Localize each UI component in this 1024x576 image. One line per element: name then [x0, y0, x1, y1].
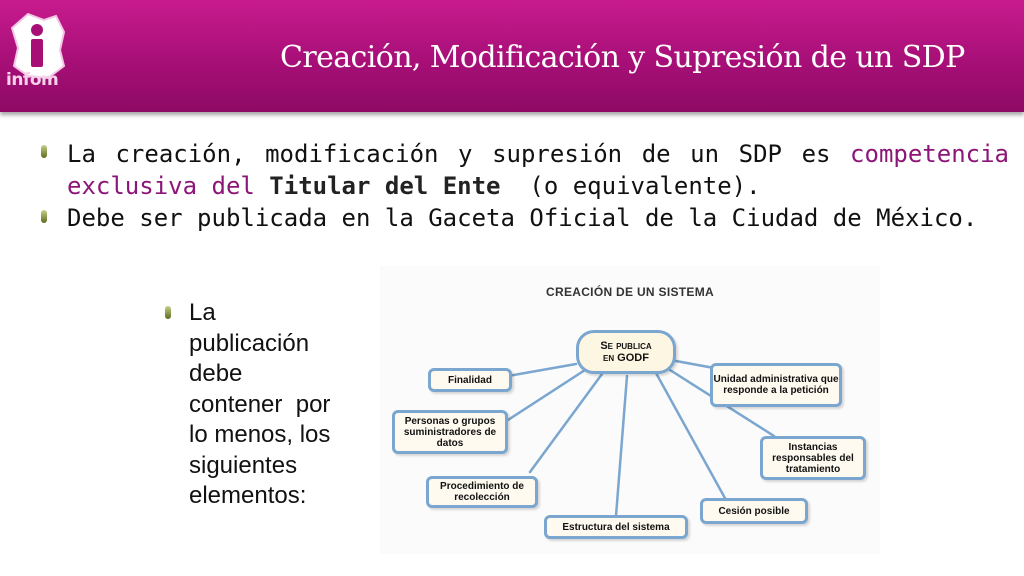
node-instancias: Instancias responsables del tratamiento	[760, 436, 866, 480]
connector-line	[506, 362, 578, 378]
bullet-1-part: (o equivalente).	[500, 172, 761, 200]
connector-line	[614, 374, 629, 518]
connector-line	[674, 359, 716, 370]
bullet-1-accent: competencia exclusiva del	[67, 140, 1009, 200]
connector-line	[528, 372, 604, 474]
diagram-title: CREACIÓN DE UN SISTEMA	[546, 285, 714, 299]
bullet-icon	[41, 145, 47, 158]
node-procedimiento: Procedimiento de recolección	[426, 476, 538, 508]
side-line: contener por	[189, 390, 331, 418]
connector-line	[506, 368, 587, 422]
logo-icon	[10, 12, 66, 80]
bullet-1-strong: Titular del Ente	[269, 172, 501, 200]
bullet-icon	[165, 306, 171, 319]
node-estructura: Estructura del sistema	[544, 515, 688, 539]
diagram: CREACIÓN DE UN SISTEMA Se publica en GOD…	[380, 266, 880, 554]
side-line: siguientes	[189, 451, 298, 479]
side-line: lo menos, los	[189, 421, 331, 448]
center-node: Se publica en GODF	[576, 330, 676, 374]
side-line: elementos:	[189, 482, 307, 509]
bullet-text-1: La creación, modificación y supresión de…	[67, 138, 1009, 202]
connector-line	[654, 371, 728, 502]
node-personas: Personas o grupos suministradores de dat…	[392, 410, 508, 454]
bullet-text-2: Debe ser publicada en la Gaceta Oficial …	[67, 204, 978, 232]
node-finalidad: Finalidad	[428, 368, 512, 392]
node-cesion: Cesión posible	[700, 498, 808, 524]
bullet-1-part: La creación, modificación y supresión de…	[67, 140, 851, 168]
node-unidad: Unidad administrativa que responde a la …	[710, 363, 842, 407]
header-bar: infom Creación, Modificación y Supresión…	[0, 0, 1024, 112]
page-title: Creación, Modificación y Supresión de un…	[280, 40, 965, 75]
side-line: La	[189, 299, 216, 326]
side-bullet-text: La publicación debe contener por lo meno…	[189, 298, 371, 512]
center-node-line-2: en GODF	[603, 352, 649, 364]
side-line: publicación	[189, 329, 310, 357]
center-node-line-1: Se publica	[600, 340, 652, 352]
side-line: debe	[189, 360, 243, 387]
bullet-icon	[41, 210, 47, 223]
logo-text: infom	[6, 70, 59, 90]
